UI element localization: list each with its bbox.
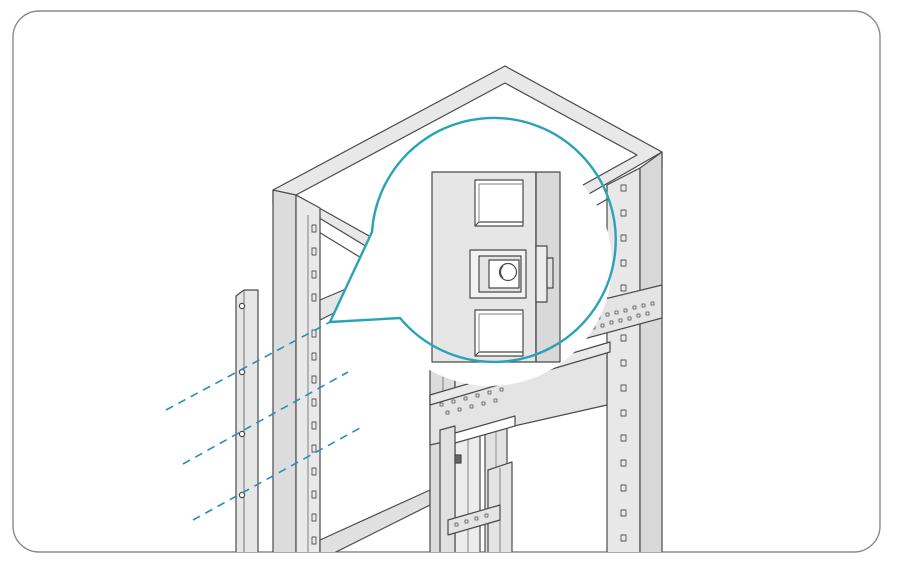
rack-right-side-frame — [579, 151, 663, 552]
rack-front-left-post — [272, 189, 321, 552]
rack-inner-post — [447, 461, 513, 552]
mounting-rail — [235, 289, 259, 552]
cage-nut-detail-callout — [328, 116, 617, 386]
alignment-guide-lines — [165, 321, 361, 521]
cage-nut-icon — [469, 245, 554, 303]
